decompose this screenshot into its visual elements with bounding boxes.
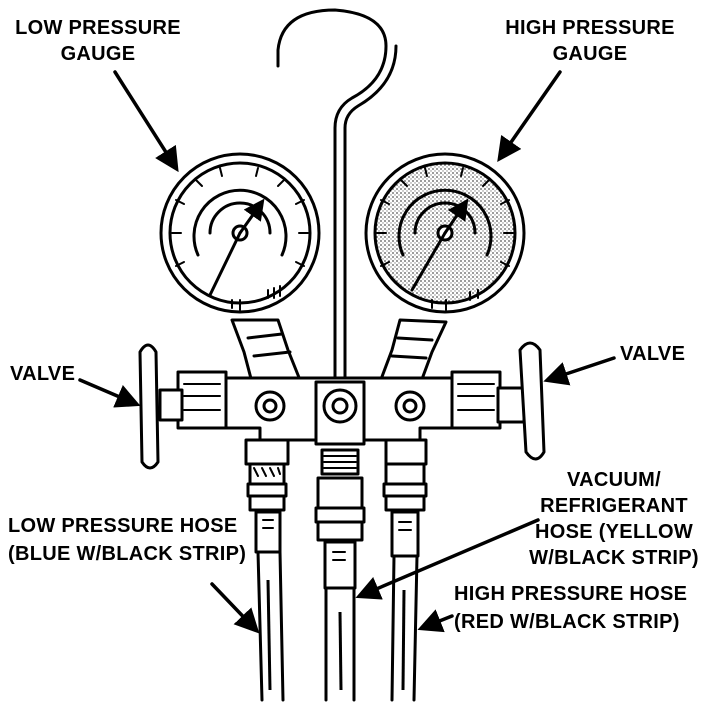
low-hose-label-line-2: (BLUE W/BLACK STRIP) (8, 543, 246, 565)
high-gauge-label-line-1: HIGH PRESSURE (505, 17, 675, 39)
low-hose-fitting (244, 438, 290, 512)
vacuum-hose-leader (355, 518, 540, 600)
vacuum-hose-label-line-2: REFRIGERANT (540, 495, 688, 517)
low-gauge-label-line-1: LOW PRESSURE (15, 17, 181, 39)
hanger-hook (276, 8, 388, 390)
high-hose-label-line-1: HIGH PRESSURE HOSE (454, 583, 687, 605)
low-gauge-label-line-2: GAUGE (61, 43, 136, 65)
low-pressure-hose (254, 510, 285, 702)
vacuum-hose-label-line-4: W/BLACK STRIP) (529, 547, 699, 569)
low-hose-label-line-1: LOW PRESSURE HOSE (8, 515, 238, 537)
left-valve-label: VALVE (10, 363, 75, 385)
low-valve (138, 343, 228, 470)
high-gauge-ticks (376, 167, 514, 311)
high-pressure-hose (390, 510, 420, 702)
low-pressure-gauge (159, 152, 321, 314)
high-hose-leader (417, 609, 454, 633)
high-valve (450, 341, 546, 461)
right-valve-leader (543, 356, 616, 386)
right-valve-label: VALVE (620, 343, 685, 365)
low-gauge-leader (113, 70, 179, 173)
high-pressure-gauge (364, 152, 526, 314)
vacuum-hose-label-line-3: HOSE (YELLOW (535, 521, 693, 543)
vacuum-refrigerant-hose (323, 540, 357, 702)
high-hose-fitting (382, 438, 428, 512)
low-hose-leader (210, 582, 260, 634)
vacuum-hose-label-line-1: VACUUM/ (567, 469, 661, 491)
high-hose-label-line-2: (RED W/BLACK STRIP) (454, 611, 680, 633)
left-valve-leader (78, 378, 141, 408)
low-gauge-ticks (171, 167, 309, 311)
high-gauge-leader (497, 70, 562, 163)
high-gauge-label-line-2: GAUGE (553, 43, 628, 65)
manifold-body (218, 376, 462, 446)
vacuum-hose-fitting (314, 448, 366, 542)
